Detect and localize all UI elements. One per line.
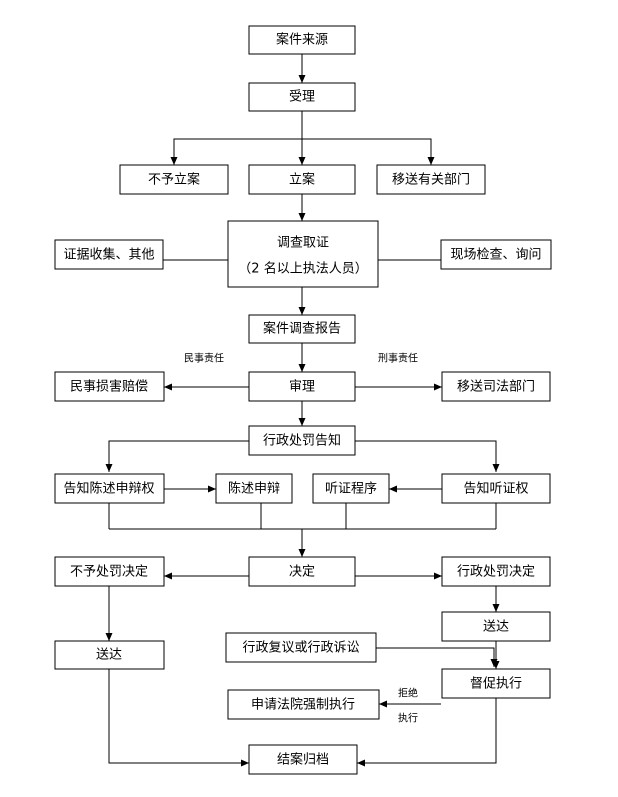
node-evidence: 证据收集、其他: [54, 239, 164, 270]
arrow-notice-notify-statement: [105, 440, 249, 472]
node-report-label: 案件调查报告: [263, 322, 341, 337]
node-judicial-label: 移送司法部门: [457, 380, 535, 395]
node-supervise: 督促执行: [441, 668, 551, 699]
node-review: 审理: [248, 371, 356, 402]
node-transfer-dept: 移送有关部门: [376, 164, 486, 195]
connectors: [105, 54, 500, 767]
edge-labels: 民事责任 刑事责任 拒绝 执行: [184, 352, 418, 725]
node-investigate: 调查取证 （2 名以上执法人员）: [227, 220, 379, 288]
label-civil-liability: 民事责任: [184, 352, 224, 365]
node-no-case: 不予立案: [119, 164, 229, 195]
arrow-deliver-archive: [108, 669, 249, 767]
node-notify-statement: 告知陈述申辩权: [54, 473, 165, 504]
node-deliver-left-label: 送达: [96, 648, 122, 663]
node-court-label: 申请法院强制执行: [251, 698, 355, 713]
arrow-reconsider-supervise: [376, 647, 498, 667]
node-review-label: 审理: [289, 380, 315, 395]
node-investigate-note: （2 名以上执法人员）: [238, 261, 367, 277]
label-execute: 执行: [398, 712, 418, 725]
arrow-notice-notify-hearing: [355, 440, 500, 472]
node-supervise-label: 督促执行: [470, 677, 522, 692]
node-notify-hearing: 告知听证权: [441, 473, 551, 504]
node-civil: 民事损害赔偿: [54, 371, 165, 402]
node-decision: 决定: [248, 556, 356, 587]
node-court: 申请法院强制执行: [227, 689, 380, 720]
node-archive-label: 结案归档: [277, 753, 329, 768]
node-statement: 陈述申辩: [215, 473, 293, 504]
node-statement-label: 陈述申辩: [228, 481, 280, 497]
node-notice-label: 行政处罚告知: [263, 433, 341, 449]
node-civil-label: 民事损害赔偿: [70, 379, 148, 395]
node-inspect: 现场检查、询问: [440, 239, 552, 270]
node-judicial: 移送司法部门: [441, 371, 551, 402]
node-archive: 结案归档: [248, 744, 358, 775]
node-no-penalty-label: 不予处罚决定: [70, 565, 148, 580]
node-file-case-label: 立案: [289, 173, 315, 188]
node-notice: 行政处罚告知: [248, 425, 356, 456]
node-deliver-left: 送达: [54, 640, 165, 670]
node-deliver-right: 送达: [441, 611, 551, 642]
node-case-source-label: 案件来源: [276, 33, 328, 48]
arrow-supervise-archive: [357, 698, 497, 767]
node-file-case: 立案: [248, 164, 356, 195]
node-case-source: 案件来源: [248, 25, 356, 55]
node-hearing: 听证程序: [312, 473, 390, 504]
label-criminal-liability: 刑事责任: [378, 352, 418, 365]
node-reconsider: 行政复议或行政诉讼: [225, 632, 377, 663]
node-reconsider-label: 行政复议或行政诉讼: [242, 641, 359, 656]
node-decision-label: 决定: [289, 565, 315, 580]
node-hearing-label: 听证程序: [325, 482, 377, 497]
node-no-penalty: 不予处罚决定: [54, 556, 165, 587]
node-deliver-right-label: 送达: [483, 620, 509, 635]
branch-accept: [173, 138, 432, 165]
node-penalty: 行政处罚决定: [441, 556, 551, 587]
node-notify-statement-label: 告知陈述申辩权: [63, 481, 154, 497]
node-accept-label: 受理: [289, 90, 315, 105]
node-notify-hearing-label: 告知听证权: [463, 481, 528, 497]
node-investigate-title: 调查取证: [277, 236, 329, 251]
node-no-case-label: 不予立案: [148, 173, 200, 188]
node-inspect-label: 现场检查、询问: [450, 248, 541, 263]
node-transfer-dept-label: 移送有关部门: [392, 173, 470, 188]
node-evidence-label: 证据收集、其他: [63, 247, 154, 263]
node-accept: 受理: [248, 82, 356, 112]
node-report: 案件调查报告: [248, 314, 356, 344]
label-refuse: 拒绝: [398, 687, 418, 700]
node-penalty-label: 行政处罚决定: [457, 565, 535, 580]
